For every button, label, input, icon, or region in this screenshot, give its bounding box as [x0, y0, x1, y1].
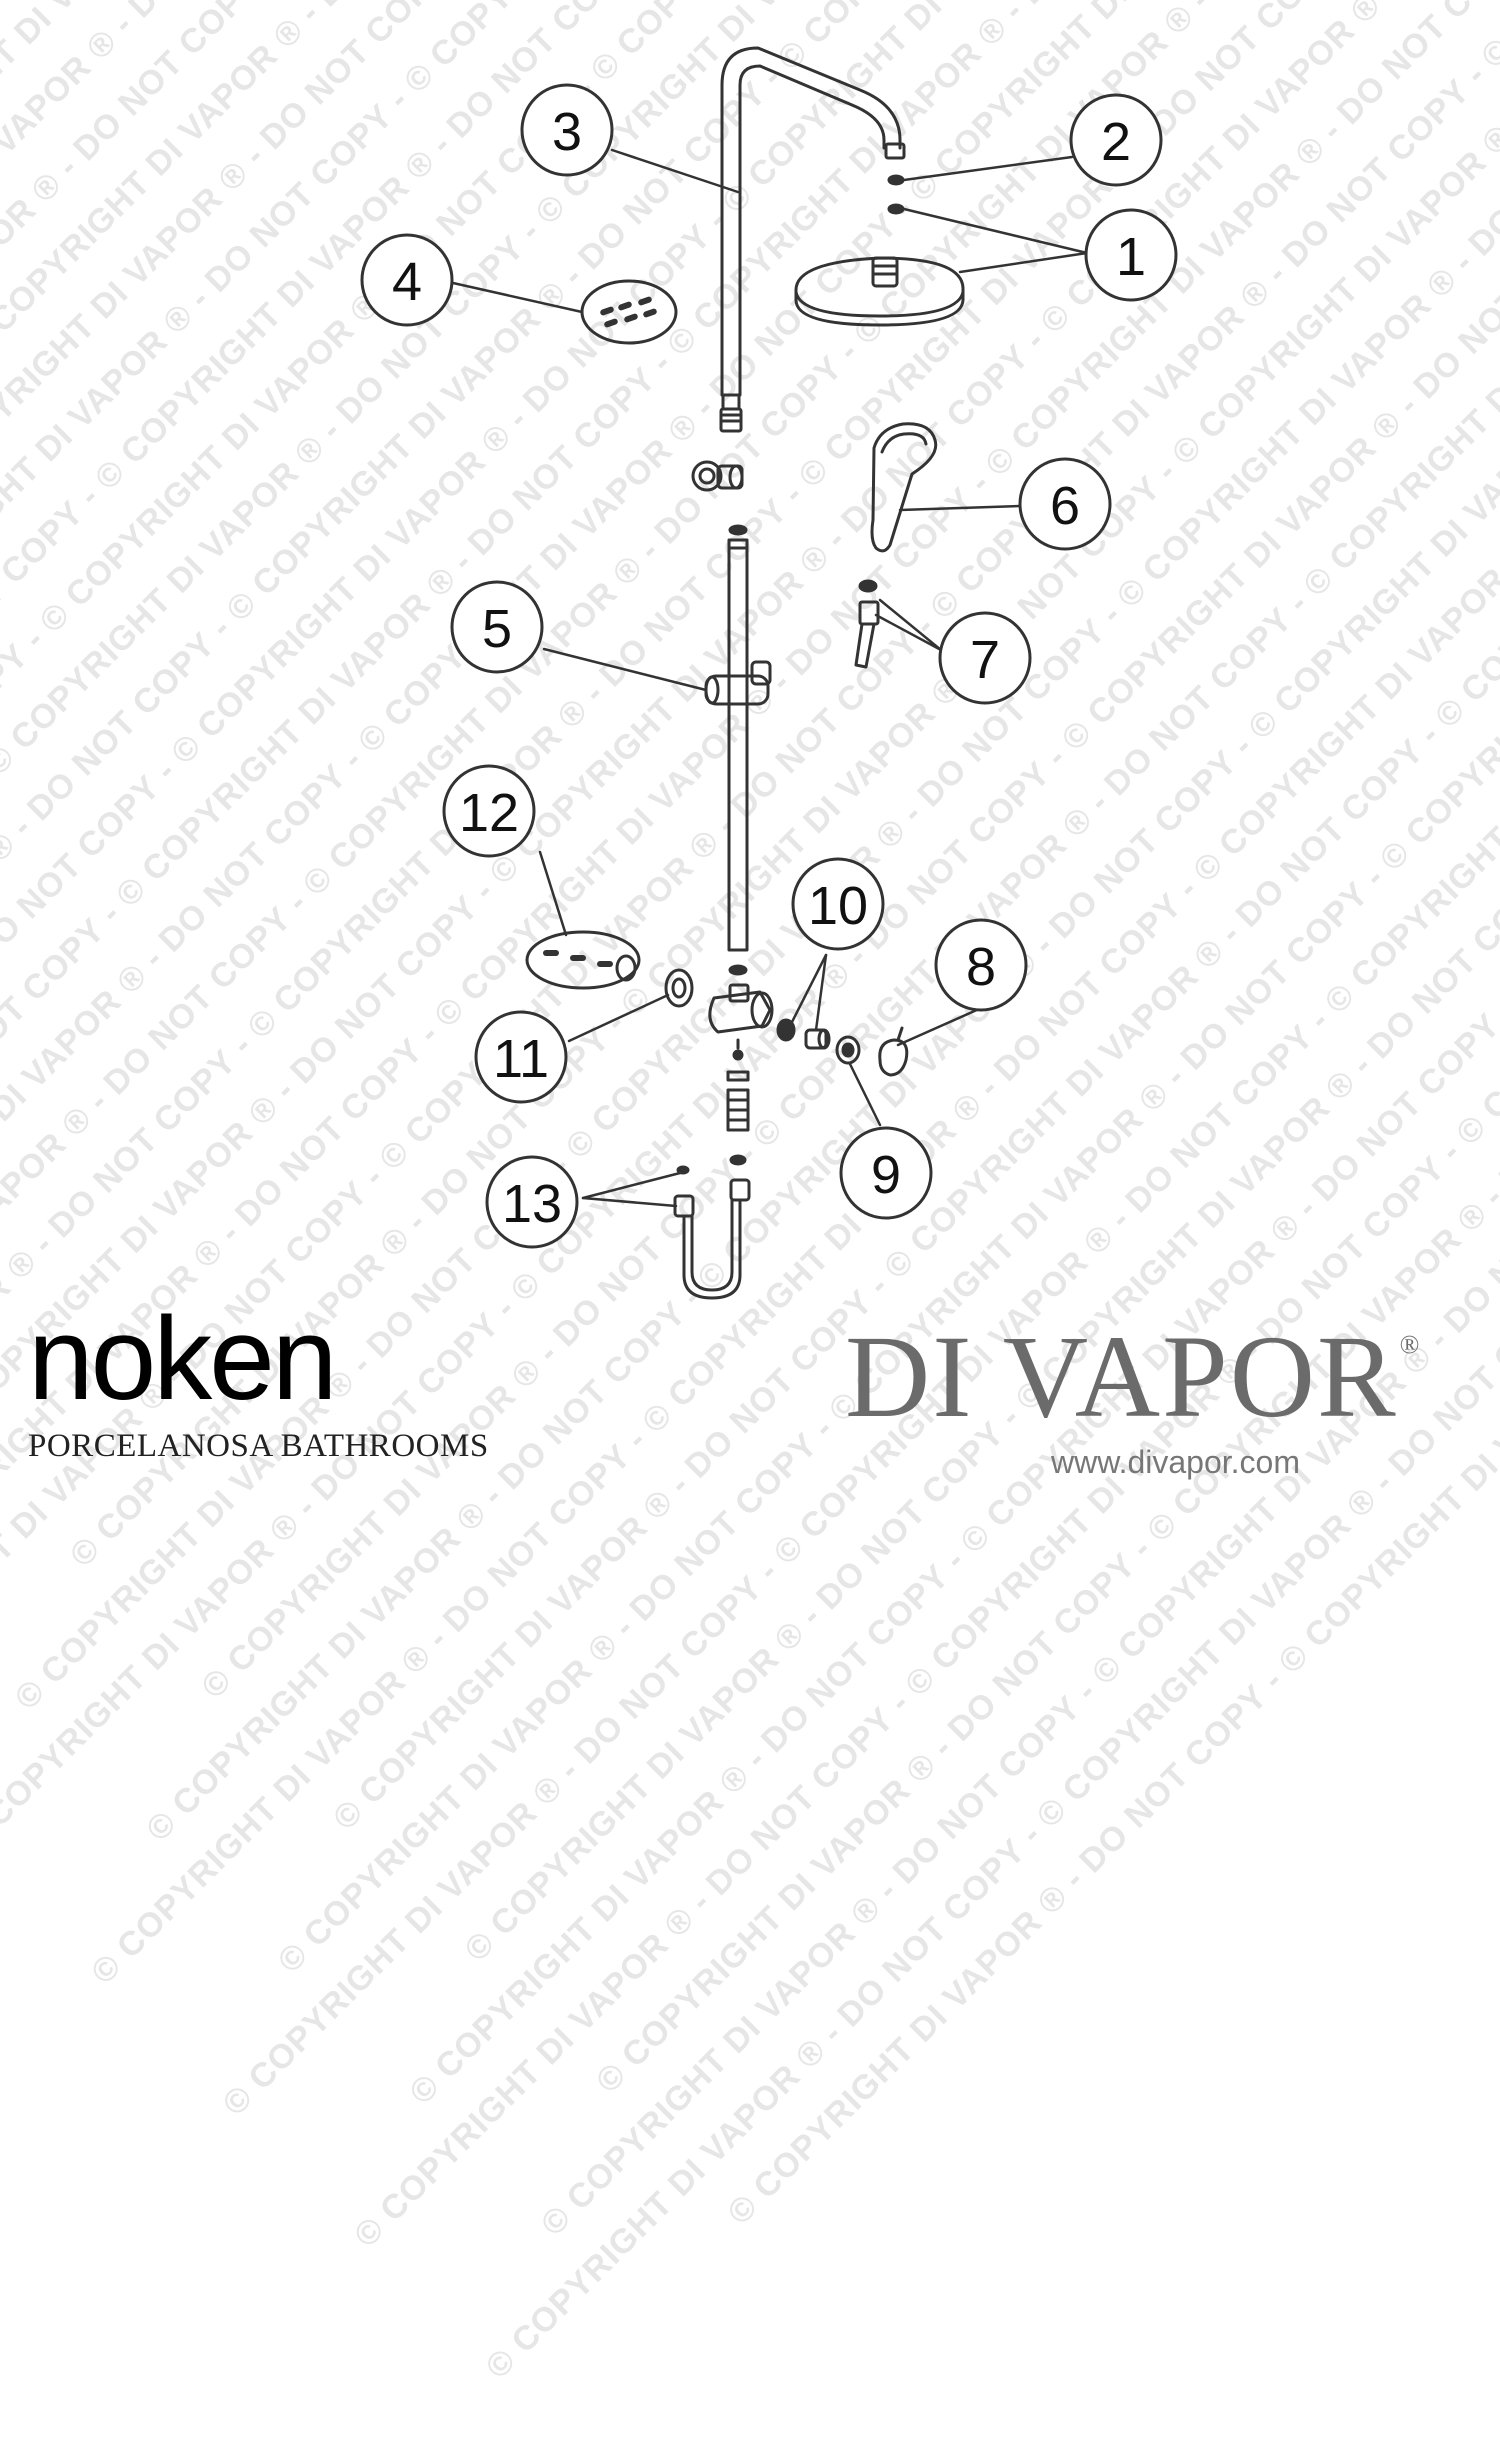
noken-logo: noken PORCELANOSA BATHROOMS — [28, 1300, 489, 1465]
leader-lines — [451, 148, 1089, 1208]
callout-4: 4 — [360, 233, 454, 327]
svg-text:2: 2 — [1101, 112, 1131, 172]
svg-text:10: 10 — [808, 876, 868, 936]
sliding-holder-part-5 — [704, 660, 772, 706]
wall-plate-part-12 — [525, 930, 641, 990]
callout-8: 8 — [934, 918, 1028, 1012]
callout-7: 7 — [938, 611, 1032, 705]
registered-mark: ® — [1399, 1330, 1422, 1359]
part-10-seals — [776, 1018, 831, 1050]
callout-2: 2 — [1069, 93, 1163, 187]
svg-text:1: 1 — [1116, 227, 1146, 287]
noken-wordmark: noken — [28, 1293, 338, 1425]
callout-6: 6 — [1018, 457, 1112, 551]
shower-head-part-1 — [794, 256, 965, 327]
callout-10: 10 — [791, 857, 885, 951]
callout-9: 9 — [839, 1126, 933, 1220]
divapor-name: DI VAPOR — [845, 1311, 1398, 1442]
callout-11: 11 — [474, 1010, 568, 1104]
hand-shower-part-6 — [870, 422, 938, 553]
divapor-logo: DI VAPOR® www.divapor.com — [845, 1318, 1475, 1481]
svg-text:5: 5 — [482, 599, 512, 659]
wall-bracket-part-11 — [664, 968, 694, 1008]
svg-text:13: 13 — [502, 1174, 562, 1234]
exploded-parts-diagram: © COPYRIGHT DI VAPOR ® - DO NOT COPY - ©… — [0, 0, 1500, 2386]
handle-knob-part-8 — [878, 1026, 909, 1077]
callout-13: 13 — [485, 1155, 579, 1249]
diverter-body — [708, 983, 774, 1166]
svg-text:3: 3 — [552, 102, 582, 162]
svg-text:8: 8 — [966, 937, 996, 997]
divapor-url: www.divapor.com — [1051, 1444, 1300, 1480]
soap-dish-part-4 — [580, 279, 678, 345]
washers-part-2 — [887, 174, 905, 215]
svg-text:9: 9 — [871, 1145, 901, 1205]
svg-text:12: 12 — [459, 783, 519, 843]
callout-12: 12 — [442, 764, 536, 858]
callout-1: 1 — [1084, 208, 1178, 302]
riser-rail — [727, 538, 749, 976]
svg-text:7: 7 — [970, 630, 1000, 690]
svg-text:11: 11 — [493, 1029, 549, 1089]
callout-5: 5 — [450, 580, 544, 674]
svg-text:4: 4 — [392, 252, 422, 312]
parts-drawing: 3 2 1 4 6 5 7 — [360, 46, 1178, 1300]
part-9-nut — [835, 1035, 861, 1065]
hose-part-13 — [673, 1165, 751, 1300]
noken-tagline: PORCELANOSA BATHROOMS — [28, 1428, 489, 1464]
shower-arm-part-3 — [719, 46, 906, 433]
hose-connector-part-7 — [854, 579, 880, 669]
callout-3: 3 — [520, 83, 614, 177]
divapor-wordmark: DI VAPOR® — [845, 1318, 1475, 1436]
svg-text:6: 6 — [1050, 476, 1080, 536]
arm-connector — [691, 460, 748, 536]
